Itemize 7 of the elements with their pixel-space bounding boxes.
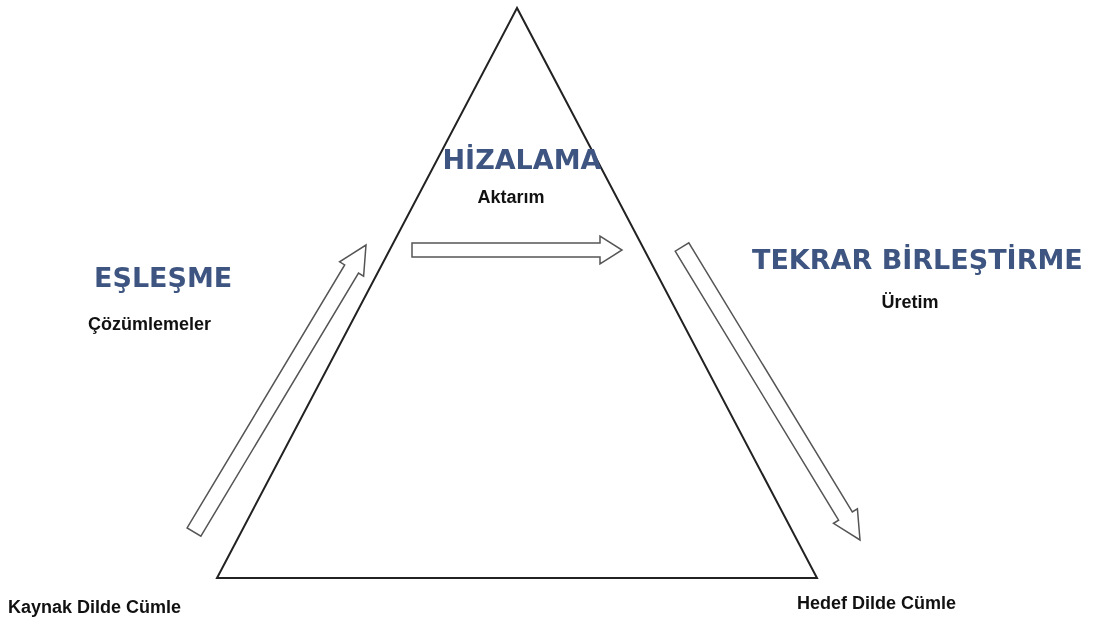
stage-label: Hedef Dilde Cümle: [797, 593, 957, 615]
stage-label: Aktarım: [477, 187, 545, 209]
stage-heading: TEKRAR BİRLEŞTİRME: [752, 243, 1083, 277]
stage-label: Çözümlemeler: [88, 314, 212, 336]
stage-label: Üretim: [881, 292, 939, 314]
stage-heading: EŞLEŞME: [94, 261, 233, 295]
stage-label: Kaynak Dilde Cümle: [8, 597, 182, 619]
